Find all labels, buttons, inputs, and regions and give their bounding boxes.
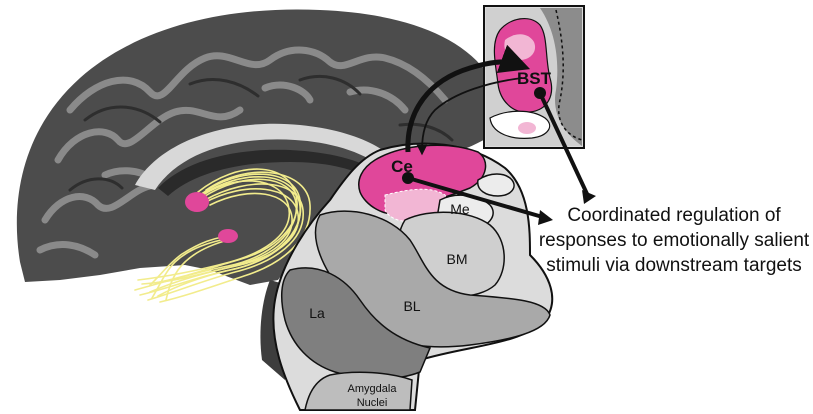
caption-line-3: stimuli via downstream targets — [536, 253, 812, 278]
caption-line-1: Coordinated regulation of — [536, 203, 812, 228]
me-label: Me — [450, 201, 470, 217]
bl-label: BL — [403, 298, 420, 314]
bst-inset-pink-spot — [518, 122, 536, 134]
me-lobule — [478, 174, 514, 196]
bst-output-arrowhead — [582, 190, 596, 204]
la-label: La — [309, 305, 325, 321]
bst-marker-brain — [185, 192, 209, 212]
amygdala-label-line2: Nuclei — [357, 397, 388, 409]
caption-line-2: responses to emotionally salient — [536, 228, 812, 253]
amygdala-marker-brain — [218, 229, 238, 243]
downstream-caption: Coordinated regulation of responses to e… — [536, 203, 812, 278]
bst-label: BST — [517, 69, 552, 88]
amygdala-label-line1: Amygdala — [348, 383, 398, 395]
bm-label: BM — [447, 251, 468, 267]
bst-inset: BST — [484, 6, 584, 148]
